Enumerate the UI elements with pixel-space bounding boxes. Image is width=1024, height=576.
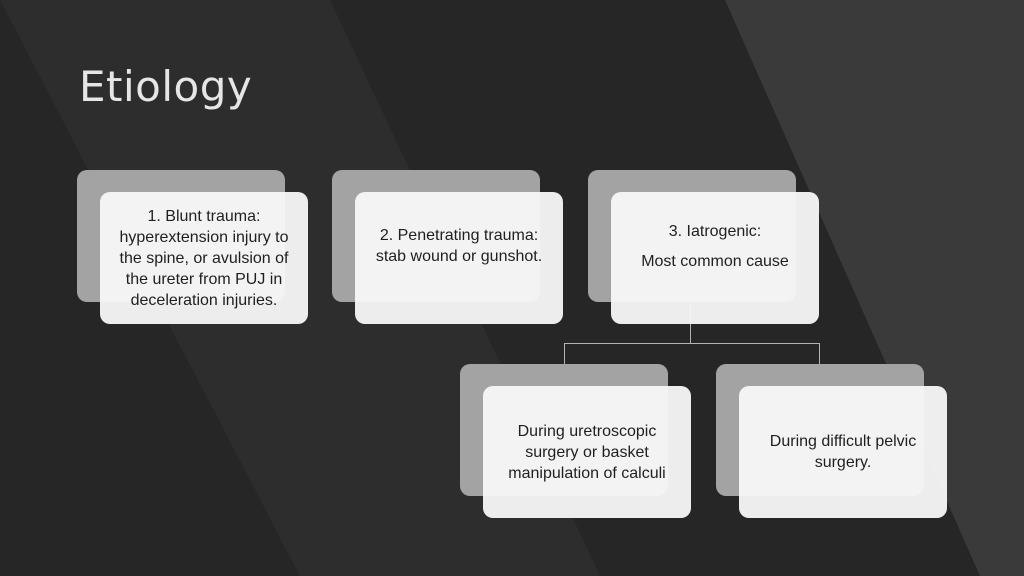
iatrogenic-box: 3. Iatrogenic: Most common cause	[611, 192, 819, 324]
connector-vertical-main	[690, 304, 691, 344]
penetrating-trauma-text: 2. Penetrating trauma: stab wound or gun…	[375, 227, 543, 265]
pelvic-surgery-box: During difficult pelvic surgery.	[739, 386, 947, 518]
blunt-trauma-box: 1. Blunt trauma: hyperextension injury t…	[100, 192, 308, 324]
penetrating-trauma-box: 2. Penetrating trauma: stab wound or gun…	[355, 192, 563, 324]
blunt-trauma-text: 1. Blunt trauma: hyperextension injury t…	[119, 207, 289, 309]
slide-title: Etiology	[79, 62, 253, 111]
connector-horizontal	[564, 343, 820, 344]
iatrogenic-heading: 3. Iatrogenic:	[668, 222, 762, 240]
diagonal-stripe-right	[725, 0, 1024, 576]
uretroscopic-text: During uretroscopic surgery or basket ma…	[508, 422, 666, 482]
pelvic-surgery-text: During difficult pelvic surgery.	[769, 433, 917, 471]
uretroscopic-box: During uretroscopic surgery or basket ma…	[483, 386, 691, 518]
connector-vertical-left	[564, 343, 565, 365]
iatrogenic-subtext: Most common cause	[641, 252, 789, 270]
connector-vertical-right	[819, 343, 820, 365]
